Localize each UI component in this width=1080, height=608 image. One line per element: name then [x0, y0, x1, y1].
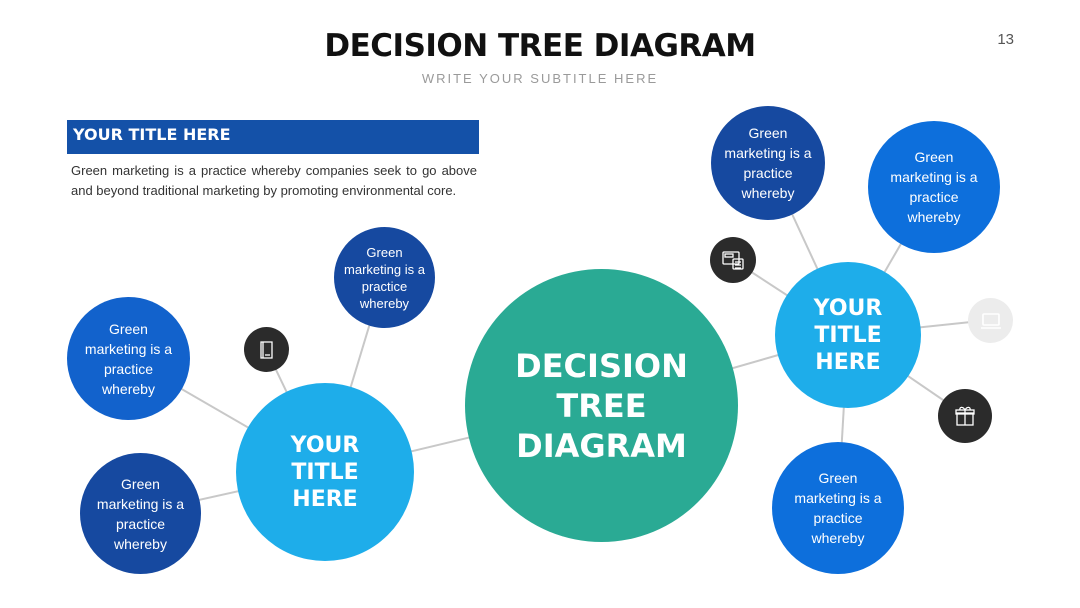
- center-node-label: DECISION TREE DIAGRAM: [515, 346, 688, 465]
- gift-icon: [938, 389, 992, 443]
- intro-body-text: Green marketing is a practice whereby co…: [71, 163, 477, 198]
- intro-title-bar: YOUR TITLE HERE: [67, 120, 479, 154]
- leaf-right-top-left-text: Green marketing is a practice whereby: [724, 125, 812, 201]
- left-hub-node: YOUR TITLE HERE: [236, 383, 414, 561]
- right-hub-label: YOUR TITLE HERE: [813, 295, 883, 375]
- leaf-right-top-right-text: Green marketing is a practice whereby: [890, 149, 978, 225]
- leaf-left-upper-text: Green marketing is a practice whereby: [84, 320, 173, 397]
- leaf-right-bottom: Green marketing is a practice whereby: [772, 442, 904, 574]
- leaf-left-top: Green marketing is a practice whereby: [334, 227, 435, 328]
- leaf-left-upper: Green marketing is a practice whereby: [67, 297, 190, 420]
- page-number: 13: [997, 31, 1014, 48]
- page-subtitle: WRITE YOUR SUBTITLE HERE: [421, 71, 659, 86]
- leaf-right-top-right: Green marketing is a practice whereby: [868, 121, 1000, 253]
- leaf-left-lower: Green marketing is a practice whereby: [80, 453, 201, 574]
- page-title: DECISION TREE DIAGRAM: [324, 28, 756, 64]
- leaf-left-lower-text: Green marketing is a practice whereby: [96, 475, 185, 552]
- book-icon: [244, 327, 289, 372]
- calculator-icon: [710, 237, 756, 283]
- laptop-icon: [968, 298, 1013, 343]
- right-hub-node: YOUR TITLE HERE: [775, 262, 921, 408]
- leaf-right-bottom-text: Green marketing is a practice whereby: [794, 470, 882, 546]
- leaf-right-top-left: Green marketing is a practice whereby: [711, 106, 825, 220]
- center-node: DECISION TREE DIAGRAM: [465, 269, 738, 542]
- leaf-left-top-text: Green marketing is a practice whereby: [344, 244, 425, 311]
- left-hub-label: YOUR TITLE HERE: [290, 432, 360, 512]
